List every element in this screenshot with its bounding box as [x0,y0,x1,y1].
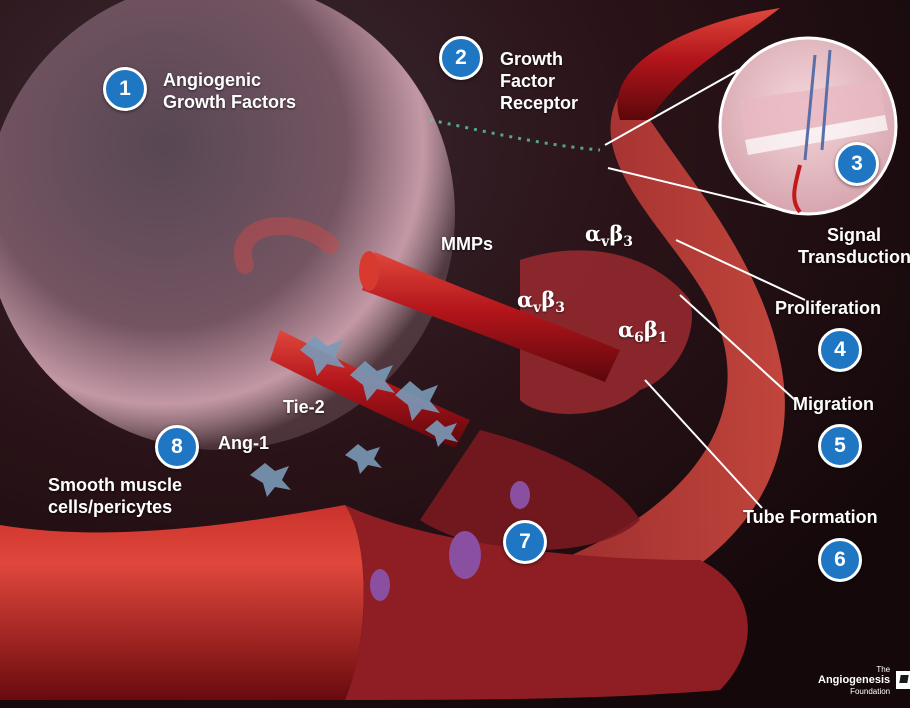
foundation-logo: The Angiogenesis Foundation [818,668,910,692]
badge-2: 2 [439,36,483,80]
label-tie2: Tie-2 [283,396,325,418]
big-vessel [0,505,364,700]
beta-subscript: 3 [555,300,565,316]
alpha-symbol: α [517,287,533,312]
badge-4: 4 [818,328,862,372]
alpha-symbol: α [585,221,601,246]
alpha-subscript: 6 [634,330,644,346]
new-vessel-end [359,251,379,291]
label-migration: Migration [793,393,874,415]
beta-subscript: 3 [623,234,633,250]
beta-subscript: 1 [658,330,668,346]
logo-icon [896,671,910,689]
logo-suffix: Foundation [818,686,890,697]
logo-name: Angiogenesis [818,674,890,686]
badge-5: 5 [818,424,862,468]
label-signal-transduction: Signal Transduction [798,224,910,268]
badge-3: 3 [835,142,879,186]
beta-symbol: β [609,221,623,246]
label-integrin-avb3-upper: αvβ3 [585,222,633,254]
label-integrin-avb3-lower: αvβ3 [517,288,565,320]
badge-6: 6 [818,538,862,582]
beta-symbol: β [644,317,658,342]
label-mmps: MMPs [441,233,493,255]
label-tube-formation: Tube Formation [743,506,878,528]
label-growth-factor-receptor: Growth Factor Receptor [500,48,578,114]
beta-symbol: β [541,287,555,312]
alpha-symbol: α [618,317,634,342]
label-smooth-muscle-cells: Smooth muscle cells/pericytes [48,474,182,518]
label-angiogenic-growth-factors: Angiogenic Growth Factors [163,69,296,113]
label-integrin-a6b1: α6β1 [618,318,668,350]
badge-8: 8 [155,425,199,469]
badge-7: 7 [503,520,547,564]
label-ang1: Ang-1 [218,432,269,454]
label-proliferation: Proliferation [775,297,881,319]
badge-1: 1 [103,67,147,111]
